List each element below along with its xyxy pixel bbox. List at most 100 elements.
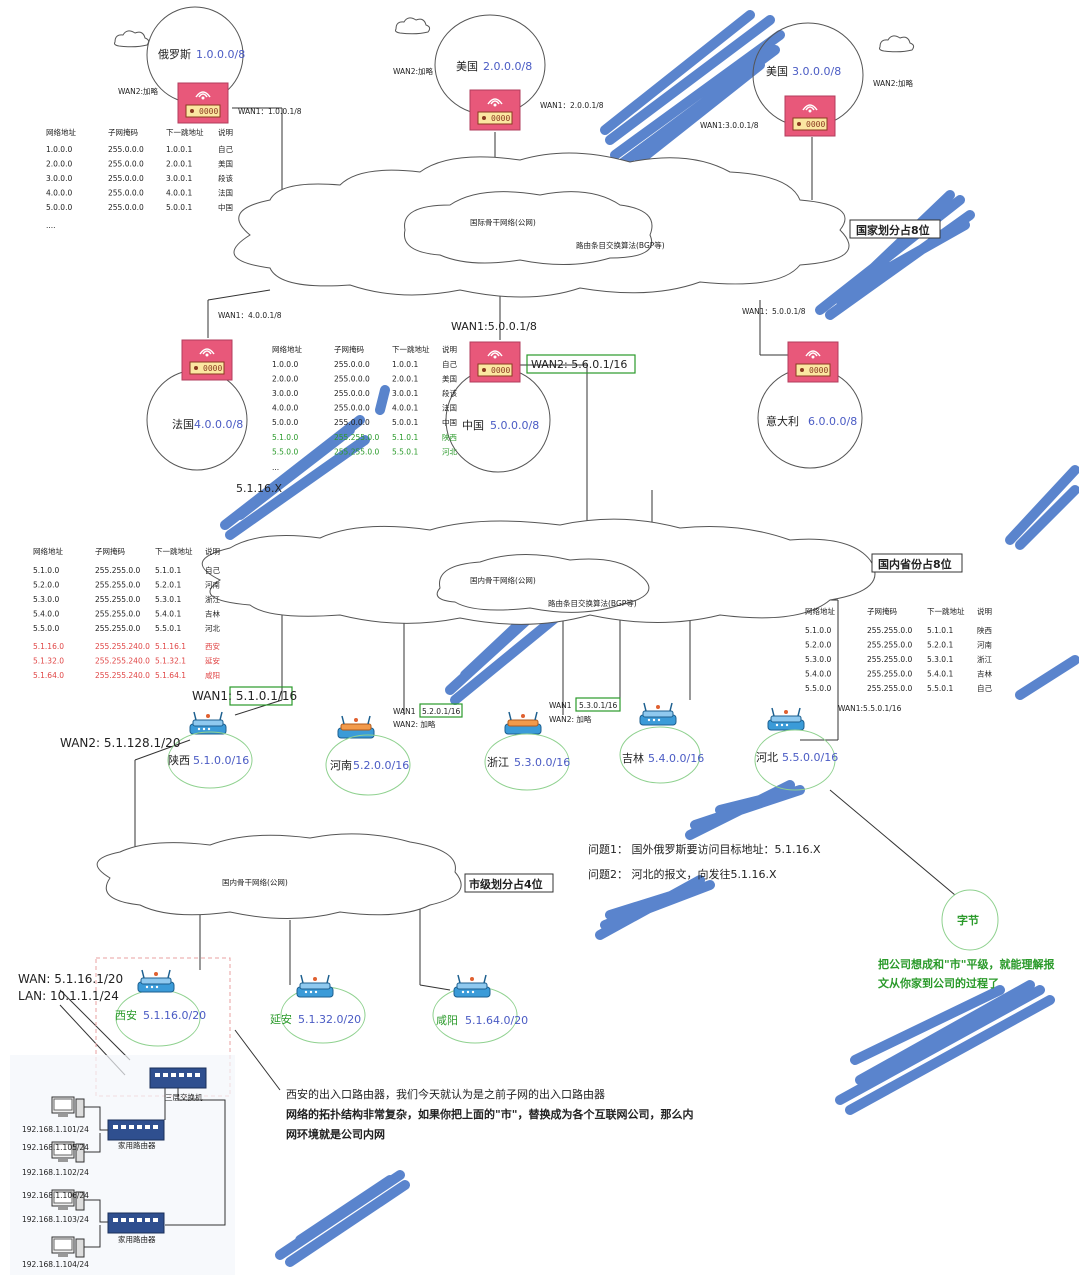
table2-cell: 255.0.0.0 (334, 389, 370, 398)
city-name: 延安 (270, 1012, 292, 1026)
table3-cell: 5.3.0.0 (33, 595, 59, 604)
wan-label: WAN1 (393, 707, 416, 716)
lan-ip: 192.168.1.106/24 (22, 1191, 89, 1200)
wan-label: WAN1：2.0.0.1/8 (540, 101, 604, 110)
table2-green-cell: 5.1.0.0 (272, 433, 298, 442)
table4-cell: 浙江 (977, 654, 992, 664)
table2-header-cell: 说明 (442, 344, 457, 354)
table4-cell: 5.5.0.0 (805, 684, 831, 693)
table4-cell: 陕西 (977, 625, 992, 635)
table3-cell: 吉林 (205, 609, 220, 619)
switch-label: 家用路由器 (118, 1140, 156, 1150)
table2-cell: 255.0.0.0 (334, 375, 370, 384)
table2-cell: 255.0.0.0 (334, 404, 370, 413)
table3-red-cell: 西安 (205, 641, 220, 651)
table4-cell: 自己 (977, 683, 992, 693)
router-icon-italy (787, 341, 839, 383)
table4-cell: 255.255.0.0 (867, 684, 913, 693)
table3-cell: 255.255.0.0 (95, 581, 141, 590)
table1-more: .... (46, 221, 56, 230)
wan-label: WAN1: 5.1.0.1/16 (192, 689, 297, 703)
wan-label: WAN2:加略 (118, 86, 159, 96)
wan-label: WAN: 5.1.16.1/20 (18, 972, 123, 986)
cloud-subtitle: 路由条目交换算法(BGP等) (548, 598, 637, 608)
lan-area (10, 1055, 235, 1275)
country-net-france: 4.0.0.0/8 (194, 418, 243, 431)
wan-label: WAN1：4.0.0.1/8 (218, 311, 282, 320)
table2-cell: 3.0.0.1 (392, 389, 418, 398)
table2-cell: 3.0.0.0 (272, 389, 298, 398)
country-name-italy: 意大利 (766, 414, 799, 428)
table3-red-cell: 5.1.32.1 (155, 657, 186, 666)
bytedance-label: 字节 (957, 913, 979, 927)
table3-cell: 河北 (205, 624, 220, 633)
table1-cell: 3.0.0.1 (166, 174, 192, 183)
table3-cell: 255.255.0.0 (95, 566, 141, 575)
table1-header-cell: 下一跳地址 (166, 127, 204, 137)
ip-5116x: 5.1.16.X (236, 482, 282, 495)
table4-cell: 255.255.0.0 (867, 626, 913, 635)
wan-label: WAN2: 加略 (393, 719, 436, 729)
table3-header-cell: 子网掩码 (95, 546, 125, 556)
table3-cell: 5.3.0.1 (155, 595, 181, 604)
wan-label: LAN: 10.1.1.1/24 (18, 989, 119, 1003)
table1-cell: 255.0.0.0 (108, 160, 144, 169)
router-icon-hebei (767, 707, 805, 731)
router-icon-russia (177, 82, 229, 124)
table2-green-cell: 255.255.0.0 (334, 448, 380, 457)
table3-red-cell: 5.1.64.1 (155, 671, 186, 680)
table1-header-cell: 子网掩码 (108, 127, 138, 137)
country-net-china: 5.0.0.0/8 (490, 419, 539, 432)
intl-backbone-cloud (233, 152, 850, 298)
table2-cell: 法国 (442, 403, 457, 413)
note-line: 网络的拓扑结构非常复杂，如果你把上面的"市"，替换成为各个互联网公司，那么内 (286, 1107, 693, 1121)
wan-label: WAN1:3.0.0.1/8 (700, 121, 759, 130)
table1-cell: 255.0.0.0 (108, 189, 144, 198)
city-net: 5.1.64.0/20 (465, 1014, 528, 1027)
table3-cell: 255.255.0.0 (95, 610, 141, 619)
table3-red-cell: 5.1.16.0 (33, 642, 64, 651)
connection-lines (59, 107, 956, 1091)
table1-cell: 段该 (218, 173, 233, 183)
table1-cell: 255.0.0.0 (108, 174, 144, 183)
router-icon-jilin (639, 702, 677, 726)
router-icon-shaanxi (189, 711, 227, 735)
table4-cell: 5.5.0.1 (927, 684, 953, 693)
table3-cell: 5.2.0.0 (33, 581, 59, 590)
table1-cell: 4.0.0.0 (46, 189, 72, 198)
tag-country: 国家划分占8位 (856, 223, 930, 237)
lan-ip: 192.168.1.103/24 (22, 1215, 89, 1224)
table2-header-cell: 下一跳地址 (392, 344, 430, 354)
table2-header-cell: 子网掩码 (334, 344, 364, 354)
table4-cell: 河南 (977, 640, 992, 650)
table4-cell: 5.1.0.1 (927, 626, 953, 635)
province-net: 5.3.0.0/16 (514, 756, 570, 769)
table3-red-cell: 5.1.32.0 (33, 657, 64, 666)
table4-cell: 吉林 (977, 669, 992, 679)
wan-label: WAN1 (549, 701, 572, 710)
table1-cell: 自己 (218, 144, 233, 154)
city-backbone-cloud (96, 833, 462, 919)
table2-green-cell: 5.5.0.1 (392, 448, 418, 457)
lan-ip: 192.168.1.105/24 (22, 1143, 89, 1152)
province-name: 吉林 (622, 751, 644, 765)
table3-header-cell: 网络地址 (33, 546, 63, 556)
wan-label: WAN2: 5.1.128.1/20 (60, 736, 180, 750)
cloud-title: 国内骨干网络(公网) (470, 575, 536, 585)
lan-ip: 192.168.1.104/24 (22, 1260, 89, 1269)
table2-cell: 2.0.0.0 (272, 375, 298, 384)
table1-cell: 5.0.0.1 (166, 203, 192, 212)
question-2: 问题2： 河北的报文，向发往5.1.16.X (588, 867, 777, 881)
cloud-icon (114, 30, 150, 48)
province-net: 5.4.0.0/16 (648, 752, 704, 765)
city-net: 5.1.32.0/20 (298, 1013, 361, 1026)
table2-green-cell: 5.1.0.1 (392, 433, 418, 442)
table2-cell: 段该 (442, 388, 457, 398)
table4-cell: 5.2.0.1 (927, 641, 953, 650)
province-name: 河北 (756, 751, 778, 764)
table2-more: ... (272, 463, 279, 472)
table3-red-cell: 255.255.240.0 (95, 671, 150, 680)
city-name: 西安 (115, 1008, 137, 1022)
